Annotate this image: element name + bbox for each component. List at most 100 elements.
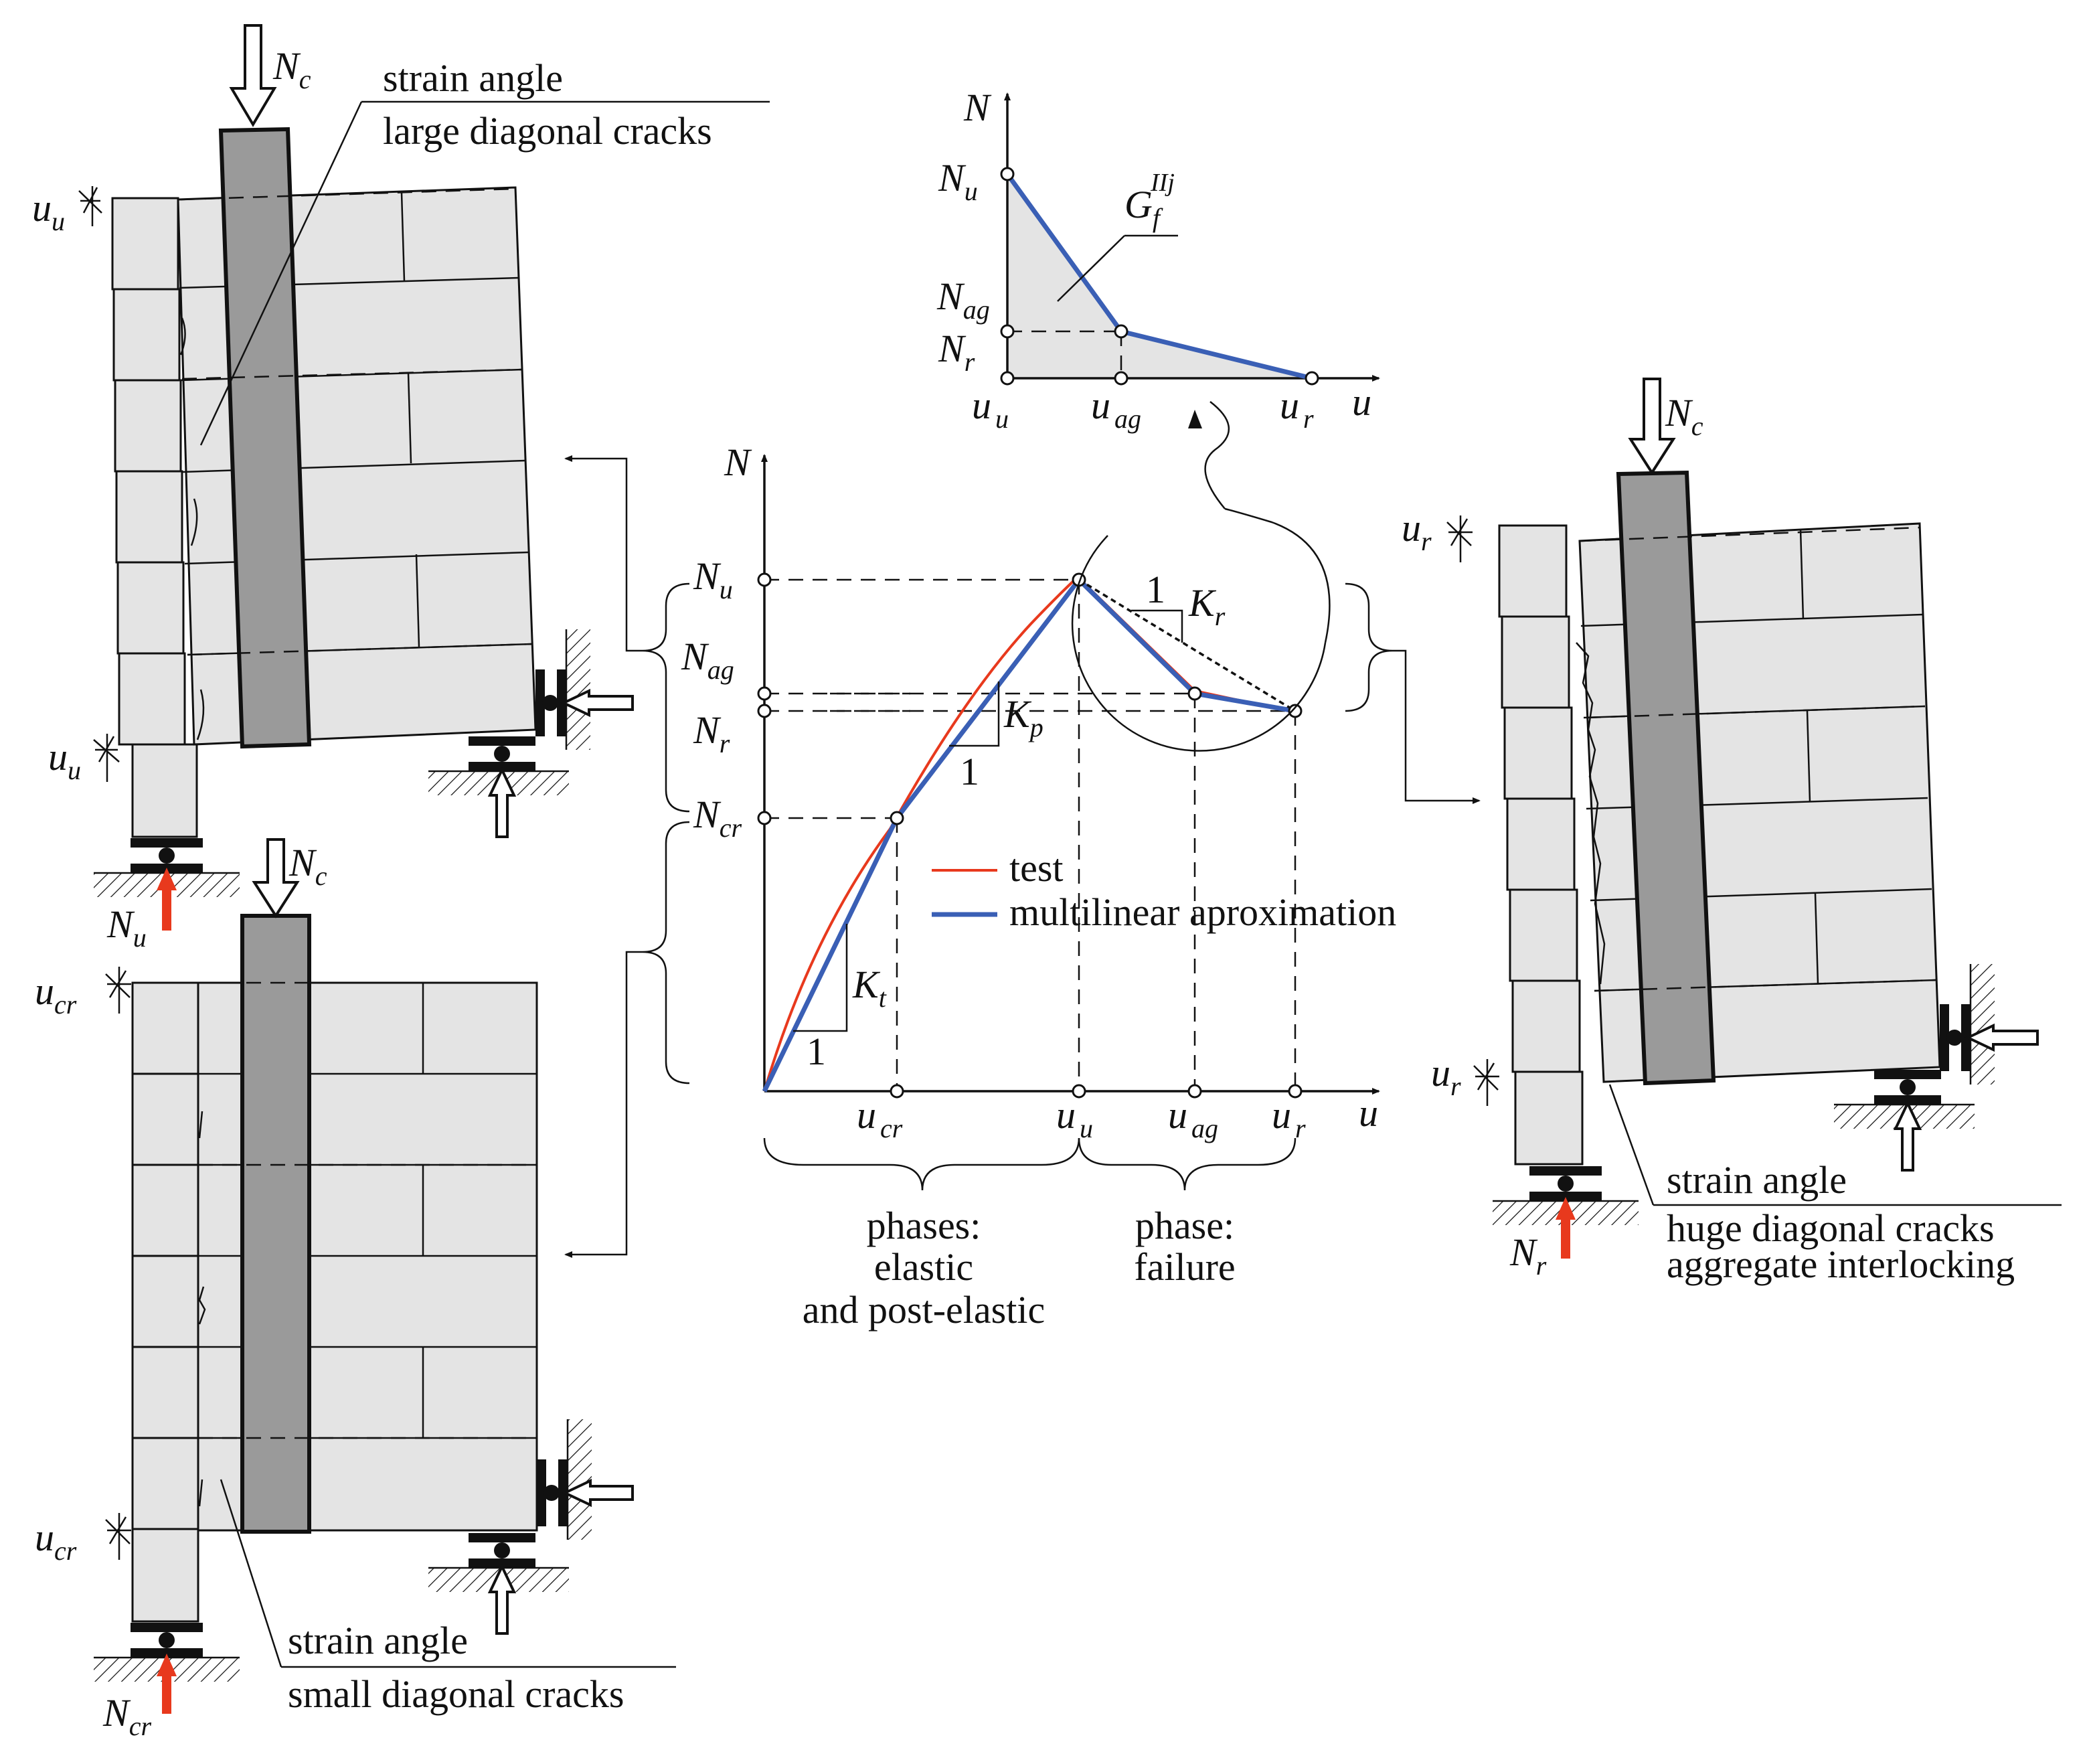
specimen-bottom-left: Nc ucr ucr Ncr [35, 838, 676, 1741]
label-nc-top: Nc [272, 44, 311, 94]
point-axis-ur [1288, 1084, 1303, 1099]
slope-kt-one: 1 [807, 1030, 826, 1073]
legend-approx-label: multilinear aproximation [1009, 890, 1396, 934]
marker-ur-bottom [1473, 1059, 1499, 1106]
point-cr [890, 811, 904, 825]
phase-failure-1: phase: [1135, 1204, 1234, 1247]
inset-point-uag [1114, 371, 1129, 386]
slope-kp-label: Kp [1003, 692, 1043, 742]
inset-x-label: u [1352, 380, 1371, 424]
support-right-right [1834, 964, 2039, 1172]
right-connectors [1345, 582, 1481, 804]
marker-uu-top [78, 186, 102, 226]
annotation-aggregate: aggregate interlocking [1667, 1242, 2015, 1286]
red-reaction-arrow-nr [1556, 1197, 1576, 1220]
main-y-axis-label: N [724, 440, 752, 484]
phase-elastic-3: and post-elastic [803, 1288, 1045, 1332]
annotation-strain-angle-bl: strain angle [288, 1619, 468, 1662]
left-connectors [564, 455, 690, 1258]
annotation-large-cracks: large diagonal cracks [383, 109, 712, 153]
main-x-axis-label: u [1359, 1091, 1378, 1135]
label-nu-reaction: Nu [106, 902, 147, 953]
inset-point-nag [1000, 324, 1015, 339]
red-reaction-arrow-nu [157, 868, 177, 890]
label-uu-bottom: uu [48, 735, 81, 785]
slope-kp-one: 1 [960, 750, 979, 793]
legend-test-label: test [1009, 846, 1064, 890]
point-axis-uu [1072, 1084, 1086, 1099]
point-axis-nr [757, 704, 772, 718]
label-nr-reaction: Nr [1509, 1230, 1547, 1281]
label-ur-top: ur [1402, 506, 1432, 556]
point-axis-uag [1187, 1084, 1202, 1099]
inset-point-ag [1114, 324, 1129, 339]
phase-braces: phases: elastic and post-elastic phase: … [763, 1137, 1297, 1332]
inset-area-gf [1007, 174, 1312, 378]
secant-kr-line [1078, 578, 1296, 712]
phase-failure-2: failure [1134, 1245, 1235, 1289]
label-ucr-top: ucr [35, 969, 77, 1020]
point-axis-nu [757, 572, 772, 587]
phase-elastic-2: elastic [874, 1245, 973, 1289]
inset-point-origin [1000, 371, 1015, 386]
series-test-line [763, 575, 1296, 1092]
annotation-strain-angle-tl: strain angle [383, 56, 563, 100]
label-ur-bottom: ur [1431, 1051, 1461, 1101]
slope-kt-label: Kt [852, 963, 887, 1013]
tick-nu: Nu [693, 554, 733, 605]
marker-ucr-bottom [105, 1513, 131, 1560]
label-uu-top: uu [32, 186, 65, 236]
point-axis-ncr [757, 811, 772, 825]
red-reaction-arrow-ncr [157, 1654, 177, 1676]
slope-kr-one: 1 [1146, 568, 1165, 611]
support-right-top [428, 629, 634, 838]
marker-ur-top [1446, 515, 1473, 562]
load-arrow-nc-top [229, 24, 277, 127]
annotation-huge-cracks: huge diagonal cracks [1667, 1206, 1995, 1250]
left-narrow-wall-2 [131, 981, 199, 1623]
inset-gf-label: GfIIj [1124, 169, 1175, 233]
point-ag [1187, 686, 1202, 701]
support-right-bottom [428, 1419, 634, 1635]
tick-nag: Nag [681, 635, 734, 685]
inset-tick-nr: Nr [938, 327, 975, 377]
legend: test multilinear aproximation [932, 846, 1396, 934]
left-narrow-wall-3 [1498, 524, 1584, 1166]
point-axis-ucr [890, 1084, 904, 1099]
load-arrow-nc-bottom [252, 838, 300, 918]
steel-column [218, 127, 312, 749]
phase-elastic-1: phases: [867, 1204, 981, 1247]
marker-ucr-top [105, 967, 131, 1014]
inset-y-label: N [963, 86, 992, 129]
specimen-right: Nc ur ur Nr [1402, 378, 2062, 1286]
steel-column-2 [240, 914, 311, 1534]
tick-nr: Nr [693, 708, 730, 758]
inset-tick-nag: Nag [936, 274, 990, 325]
tick-ncr: Ncr [693, 793, 742, 843]
marker-uu-bottom [93, 734, 120, 782]
point-r [1288, 704, 1303, 718]
specimen-top-left: Nc strain angle large diagonal cracks uu… [32, 24, 770, 953]
inset-point-ur [1305, 371, 1319, 386]
inset-tick-nu: Nu [938, 156, 978, 206]
series-approx-line [762, 576, 1296, 1093]
left-narrow-wall [111, 197, 198, 838]
point-axis-nag [757, 686, 772, 701]
label-nc-bottom: Nc [288, 841, 327, 891]
label-nc-right: Nc [1665, 391, 1703, 441]
annotation-strain-angle-r: strain angle [1667, 1158, 1847, 1202]
label-ncr-reaction: Ncr [102, 1691, 151, 1741]
load-arrow-nc-right [1628, 378, 1676, 475]
annotation-small-cracks: small diagonal cracks [288, 1672, 624, 1716]
steel-column-3 [1616, 470, 1716, 1086]
